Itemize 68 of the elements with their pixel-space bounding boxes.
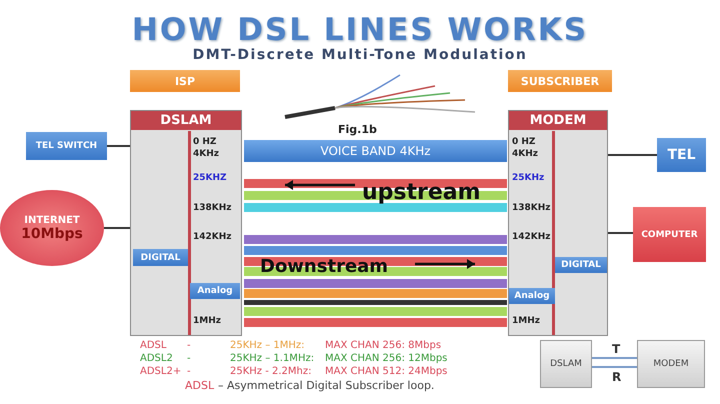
box-label: ISP	[174, 74, 196, 88]
panel-header: MODEM	[509, 111, 607, 130]
device-box	[509, 288, 555, 304]
box-label: INTERNET	[24, 214, 80, 226]
box-label: DIGITAL	[561, 260, 601, 270]
table-cell: -	[187, 366, 191, 377]
role-tag	[508, 70, 612, 92]
box-label: TEL SWITCH	[36, 141, 98, 151]
device-box	[26, 132, 107, 160]
table-cell: 25KHz – 1MHz:	[230, 340, 305, 351]
frequency-label: 142KHz	[193, 232, 232, 242]
connector-line	[107, 145, 130, 147]
table-cell: MAX CHAN 512: 24Mbps	[325, 366, 448, 377]
connector-line	[104, 227, 130, 229]
table-cell: 25KHz - 2.2Mhz:	[230, 366, 312, 377]
connector-line	[608, 232, 633, 234]
connector-line	[608, 154, 657, 156]
voice-band-bar	[244, 140, 507, 162]
table-cell: ADSL	[140, 340, 166, 351]
frequency-label: 138KHz	[193, 203, 232, 213]
frequency-label: 142KHz	[512, 232, 551, 242]
box-label: TEL	[667, 147, 696, 163]
box-label: Analog	[514, 291, 550, 301]
footnote: – Asymmetrical Digital Subscriber loop.	[218, 379, 434, 392]
device-box	[633, 207, 706, 262]
panel-header: DSLAM	[131, 111, 241, 130]
device-box	[540, 340, 592, 388]
frequency-label: 25KHz	[512, 173, 544, 183]
frequency-label: 4KHz	[193, 149, 220, 159]
frequency-label: 25KHZ	[193, 173, 227, 183]
box-label: VOICE BAND 4KHz	[320, 144, 431, 158]
equipment-panel	[130, 110, 242, 336]
box-label: MODEM	[653, 359, 689, 369]
device-box	[637, 340, 705, 388]
frequency-label: 138KHz	[512, 203, 551, 213]
figure-caption: Fig.1b	[338, 123, 377, 136]
connector-line	[592, 366, 637, 368]
frequency-label: 0 HZ	[193, 137, 216, 147]
footnote-term: ADSL	[185, 379, 214, 392]
frequency-label: 1MHz	[512, 316, 540, 326]
device-box	[190, 283, 240, 299]
table-cell: 25KHz – 1.1MHz:	[230, 353, 314, 364]
box-label: DSLAM	[550, 359, 582, 369]
frequency-label: 4KHz	[512, 149, 538, 159]
frequency-label: 1MHz	[193, 316, 221, 326]
table-cell: -	[187, 353, 191, 364]
speed-label: 10Mbps	[21, 226, 83, 242]
device-box	[657, 138, 706, 172]
device-box	[555, 257, 607, 273]
title: HOW DSL LINES WORKS	[130, 12, 590, 48]
frequency-label: 0 HZ	[512, 137, 536, 147]
box-label: Analog	[197, 286, 233, 296]
edge-label: R	[611, 371, 622, 383]
direction-label: Downstream	[260, 256, 388, 277]
device-box	[133, 249, 188, 266]
table-cell: ADSL2+	[140, 366, 182, 377]
box-label: SUBSCRIBER	[520, 74, 600, 88]
edge-label: T	[611, 343, 622, 355]
table-cell: MAX CHAN 256: 12Mbps	[325, 353, 448, 364]
box-label: COMPUTER	[641, 230, 698, 240]
connector-line	[592, 357, 637, 359]
table-cell: MAX CHAN 256: 8Mbps	[325, 340, 442, 351]
table-cell: ADSL2	[140, 353, 173, 364]
table-cell: -	[187, 340, 191, 351]
role-tag	[130, 70, 240, 92]
equipment-panel	[508, 110, 608, 336]
box-label: DIGITAL	[140, 252, 180, 262]
subtitle: DMT-Discrete Multi-Tone Modulation	[192, 47, 528, 63]
